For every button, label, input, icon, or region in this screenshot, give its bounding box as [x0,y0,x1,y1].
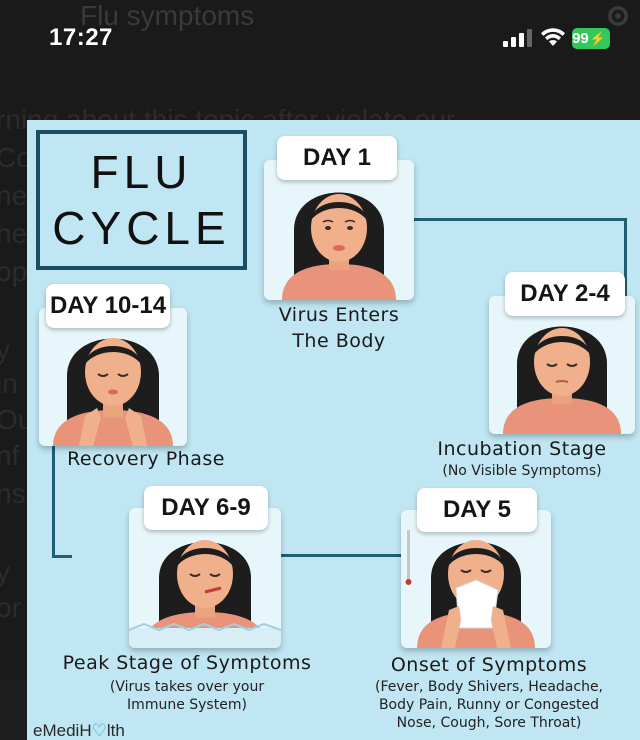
background-text-line: nf [0,440,20,471]
charging-bolt-icon: ⚡ [589,30,606,46]
title-box: FLU CYCLE [36,130,247,270]
background-text-line: Co [0,142,32,173]
background-text-line: ne [0,180,28,211]
woman-incubation-illustration [503,326,621,434]
stage-sub-day-5-line-2: Body Pain, Runny or Congested [378,697,600,713]
background-text-line: he [0,218,28,249]
stage-sub-day-6-9-line-2: Immune System) [127,697,247,713]
connector-line [277,554,407,557]
wifi-icon [541,28,565,46]
stage-label-day-1: Virus Enters [278,304,400,326]
background-text-line: op [0,256,28,287]
battery-indicator: 99⚡ [572,28,610,49]
day-badge-day-1: DAY 1 [277,136,397,180]
background-text-line: ns [0,478,26,509]
stage-label-day-2-4: Incubation Stage [437,438,607,460]
status-time: 17:27 [49,24,113,51]
battery-level: 99 [572,30,589,47]
stage-illustration-day-5 [401,510,551,648]
brand-h: H [79,721,92,740]
woman-peak-illness-illustration [129,540,281,648]
day-badge-day-10-14: DAY 10-14 [46,284,170,328]
day-badge-day-6-9: DAY 6-9 [144,486,268,530]
stage-sub-day-6-9-line-1: (Virus takes over your [109,679,265,695]
background-text-line: y [0,334,10,365]
stage-illustration-day-10-14 [39,308,187,446]
stage-illustration-day-6-9 [129,508,281,648]
stage-label-day-10-14: Recovery Phase [67,448,225,470]
stage-illustration-day-2-4 [489,296,635,434]
background-text-line: y [0,556,10,587]
background-text-line: in [0,368,18,399]
brand-end: lth [106,721,125,740]
connector-line [52,440,72,558]
cellular-signal-icon [503,29,532,47]
connector-line [52,558,132,561]
flu-cycle-infographic[interactable]: FLU CYCLE DAY 1 Virus Enters The Body [27,120,640,740]
stage-sub-day-2-4: (No Visible Symptoms) [442,463,602,479]
woman-recovery-illustration [53,338,173,446]
brand-logo: eMediH♡lth [33,721,125,740]
gear-icon [608,6,628,26]
title-line-2: CYCLE [52,202,231,254]
connector-line [407,218,627,298]
day-badge-day-5: DAY 5 [417,488,537,532]
title-line-1: FLU [90,146,193,198]
stage-illustration-day-1 [264,160,414,300]
woman-sneezing-illustration [405,530,535,648]
day-badge-day-2-4: DAY 2-4 [505,272,625,316]
woman-healthy-illustration [282,192,396,300]
stage-sub-day-5-line-1: (Fever, Body Shivers, Headache, [374,679,604,695]
status-bar: 17:27 99⚡ [0,0,640,80]
background-text-line: or [0,592,21,623]
stage-label-day-6-9: Peak Stage of Symptoms [62,652,312,674]
stage-sub-day-5-line-3: Nose, Cough, Sore Throat) [396,715,582,731]
stage-label-day-5: Onset of Symptoms [390,654,588,676]
brand-prefix: eMedi [33,721,80,740]
background-page-title: Flu symptoms [80,0,255,31]
heart-icon: ♡ [91,721,107,740]
stage-label-day-1-line-2: The Body [292,330,386,352]
